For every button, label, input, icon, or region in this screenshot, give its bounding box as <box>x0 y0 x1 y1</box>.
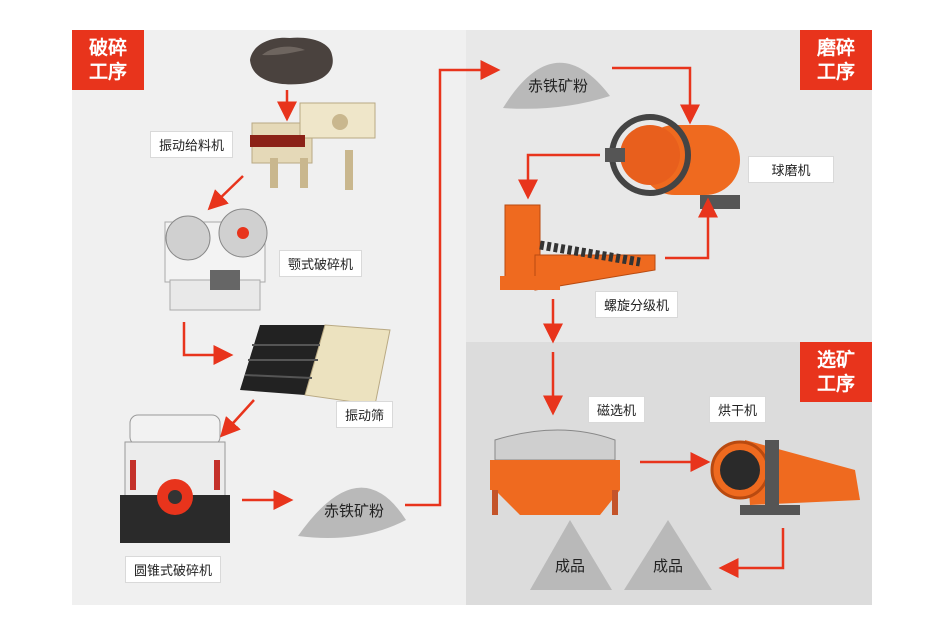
magnetic-separator-machine <box>490 429 620 515</box>
heap-shapes <box>298 62 712 590</box>
label-magnetic-separator: 磁选机 <box>588 396 646 423</box>
iron-ore-rock <box>250 37 333 85</box>
stage-badge-grinding: 磨碎 工序 <box>800 30 872 90</box>
flow-arrows <box>182 60 785 578</box>
rotary-dryer-machine <box>710 440 860 515</box>
label-jaw-crusher: 颚式破碎机 <box>279 250 363 277</box>
cone-crusher-machine <box>120 414 230 543</box>
label-vibrating-screen: 振动筛 <box>336 401 394 428</box>
label-vibrating-feeder: 振动给料机 <box>150 131 234 158</box>
label-ball-mill: 球磨机 <box>748 156 834 183</box>
heap-hematite-powder-grinding: 赤铁矿粉 <box>527 77 588 95</box>
stage-badge-separation: 选矿 工序 <box>800 342 872 402</box>
label-spiral-classifier: 螺旋分级机 <box>595 291 679 318</box>
heap-product-1: 成品 <box>554 557 585 575</box>
heap-hematite-powder-crushed: 赤铁矿粉 <box>323 502 384 520</box>
spiral-classifier-machine <box>500 204 656 291</box>
stage-badge-crushing: 破碎 工序 <box>72 30 144 90</box>
label-dryer: 烘干机 <box>709 396 767 423</box>
vibrating-feeder-machine <box>250 102 376 190</box>
jaw-crusher-machine <box>164 208 268 311</box>
heap-product-2: 成品 <box>652 557 683 575</box>
vibrating-screen-machine <box>240 324 391 406</box>
ball-mill-machine <box>605 114 740 209</box>
label-cone-crusher: 圆锥式破碎机 <box>125 556 222 583</box>
